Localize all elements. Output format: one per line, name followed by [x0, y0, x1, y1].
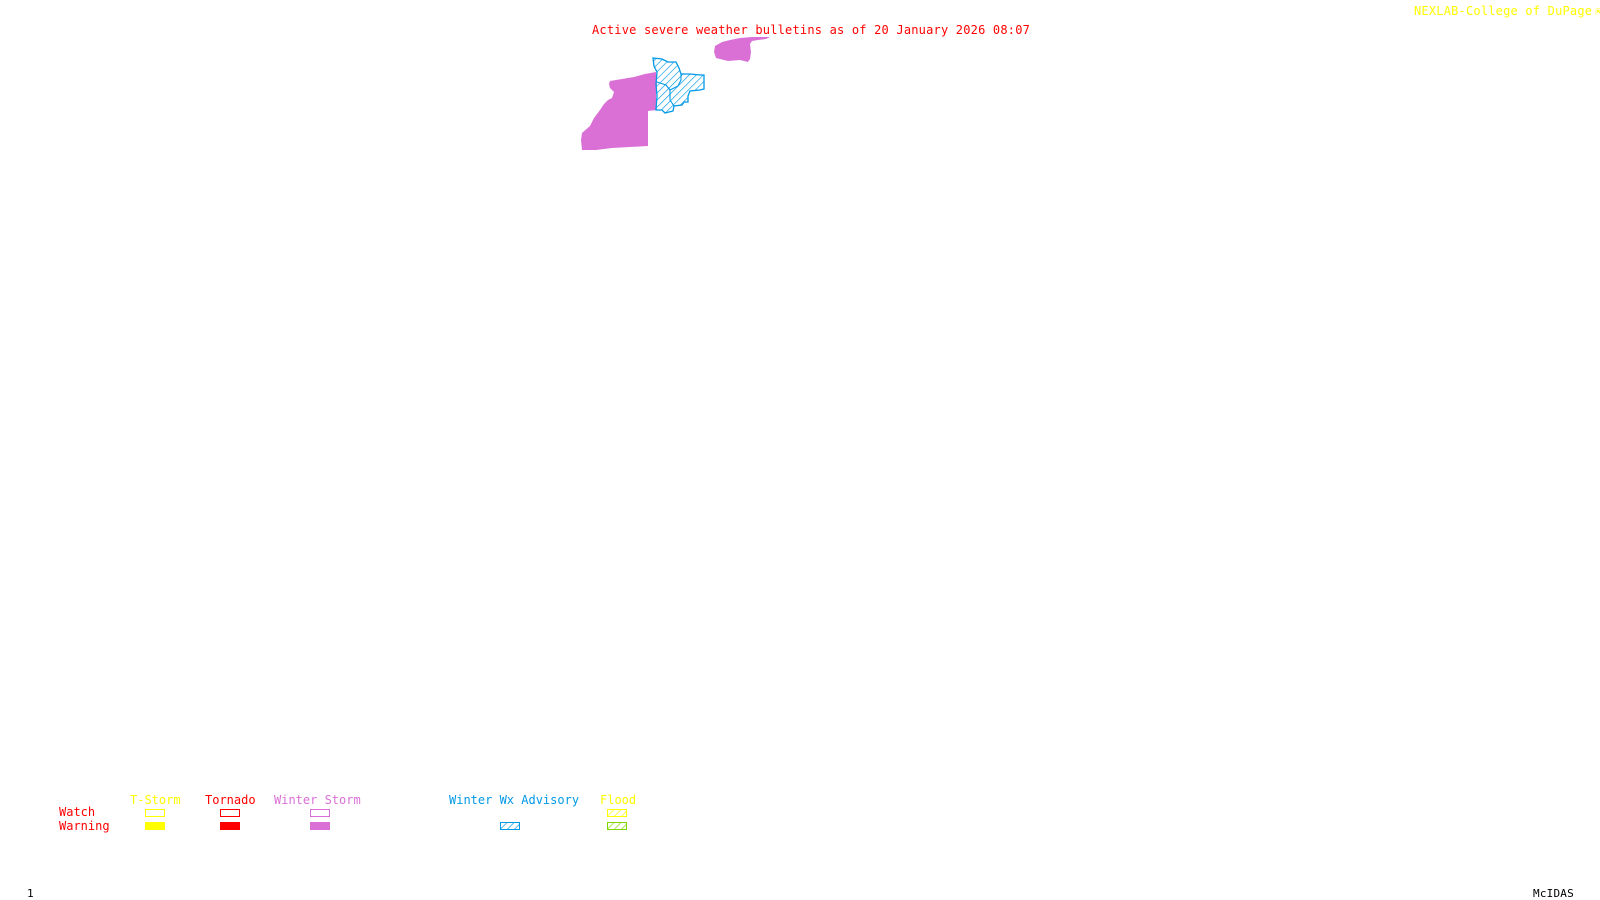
- legend-swatch-tstorm-warning: [145, 822, 165, 830]
- legend-swatch-tornado-warning: [220, 822, 240, 830]
- legend-swatch-flood-watch: [607, 809, 627, 817]
- legend-swatch-tstorm-watch: [145, 809, 165, 817]
- legend-label-winter-wx-advisory: Winter Wx Advisory: [449, 793, 580, 807]
- winter-storm-warning-area-small: [714, 37, 770, 62]
- legend-row-warning: Warning: [59, 819, 110, 833]
- legend-swatch-tornado-watch: [220, 809, 240, 817]
- legend-label-tornado: Tornado: [205, 793, 256, 807]
- bulletin-title: Active severe weather bulletins as of 20…: [592, 23, 1031, 37]
- credit-label: NEXLAB-College of DuPage: [1414, 4, 1593, 18]
- legend-swatch-winter-wx-advisory: [500, 822, 520, 830]
- legend-label-flood: Flood: [600, 793, 637, 807]
- county-border-line: [669, 74, 682, 91]
- legend-row-watch: Watch: [59, 805, 96, 819]
- frame-number: 1: [27, 887, 34, 900]
- winter-storm-warning-area-large: [581, 72, 657, 150]
- software-label: McIDAS: [1533, 887, 1574, 900]
- legend-swatch-flood-warning: [607, 822, 627, 830]
- expand-arrow-icon[interactable]: ⇱: [1595, 4, 1600, 18]
- legend-label-tstorm: T-Storm: [130, 793, 181, 807]
- legend-swatch-winter-storm-watch: [310, 809, 330, 817]
- credit-text: NEXLAB-College of DuPage⇱: [1414, 5, 1600, 17]
- legend-swatch-winter-storm-warning: [310, 822, 330, 830]
- legend-label-winter-storm: Winter Storm: [274, 793, 361, 807]
